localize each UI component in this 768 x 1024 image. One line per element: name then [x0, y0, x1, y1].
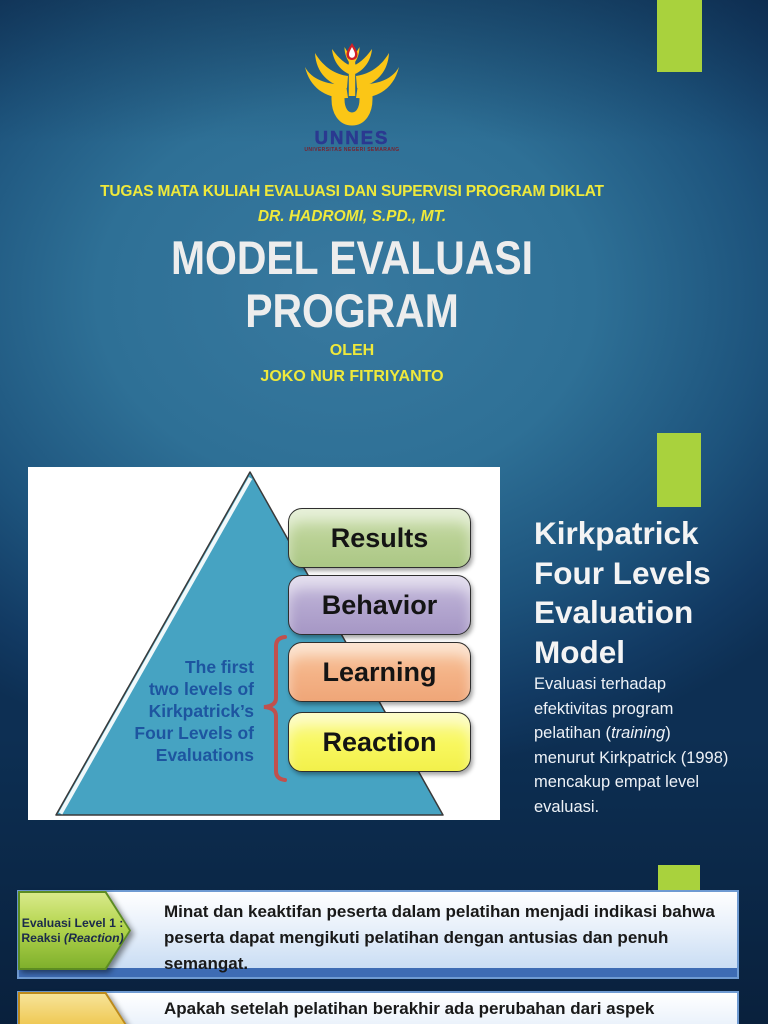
- model-heading: Kirkpatrick Four Levels Evaluation Model: [534, 515, 711, 670]
- pyramid-level-behavior: Behavior: [288, 575, 471, 635]
- bracket: [263, 635, 287, 782]
- callout-level1-label: Evaluasi Level 1 : Reaksi (Reaction): [21, 916, 124, 945]
- callout-level2-label-arrow: Evaluasi Level 2 :: [18, 992, 131, 1024]
- logo-subtitle: UNIVERSITAS NEGERI SEMARANG: [304, 147, 400, 153]
- callout-level1-label-arrow: Evaluasi Level 1 : Reaksi (Reaction): [18, 891, 131, 970]
- byline-label: OLEH: [329, 342, 375, 359]
- pyramid-level-learning: Learning: [288, 642, 471, 702]
- title-line-2: PROGRAM: [245, 284, 459, 337]
- lecturer-line: DR. HADROMI, S.PD., MT.: [257, 208, 447, 225]
- author-name: JOKO NUR FITRIYANTO: [260, 368, 444, 385]
- callout-level1-text: Minat dan keaktifan peserta dalam pelati…: [164, 902, 715, 973]
- slide-title: MODEL EVALUASI PROGRAM: [22, 231, 682, 337]
- unnes-logo-emblem: [305, 43, 399, 126]
- pyramid-annotation: The first two levels of Kirkpatrick’s Fo…: [134, 657, 254, 765]
- model-description: Evaluasi terhadap efektivitas program pe…: [534, 675, 729, 816]
- logo-acronym: UNNES: [314, 127, 390, 149]
- accent-bar-middle-right: [657, 433, 701, 507]
- title-line-1: MODEL EVALUASI: [170, 231, 533, 284]
- pyramid-level-results: Results: [288, 508, 471, 568]
- callout-level2-label: Evaluasi Level 2 :: [20, 992, 125, 1024]
- pyramid-diagram-panel: The first two levels of Kirkpatrick’s Fo…: [28, 467, 500, 820]
- pyramid-level-reaction: Reaction: [288, 712, 471, 772]
- callout-level2-text: Apakah setelah pelatihan berakhir ada pe…: [164, 999, 655, 1018]
- accent-bar-top-right: [657, 0, 702, 72]
- callout-level1-bottom-band: [19, 968, 737, 977]
- callout-level2-box: [17, 991, 739, 1024]
- course-line: TUGAS MATA KULIAH EVALUASI DAN SUPERVISI…: [100, 183, 604, 200]
- callout-level1-box: [17, 890, 739, 979]
